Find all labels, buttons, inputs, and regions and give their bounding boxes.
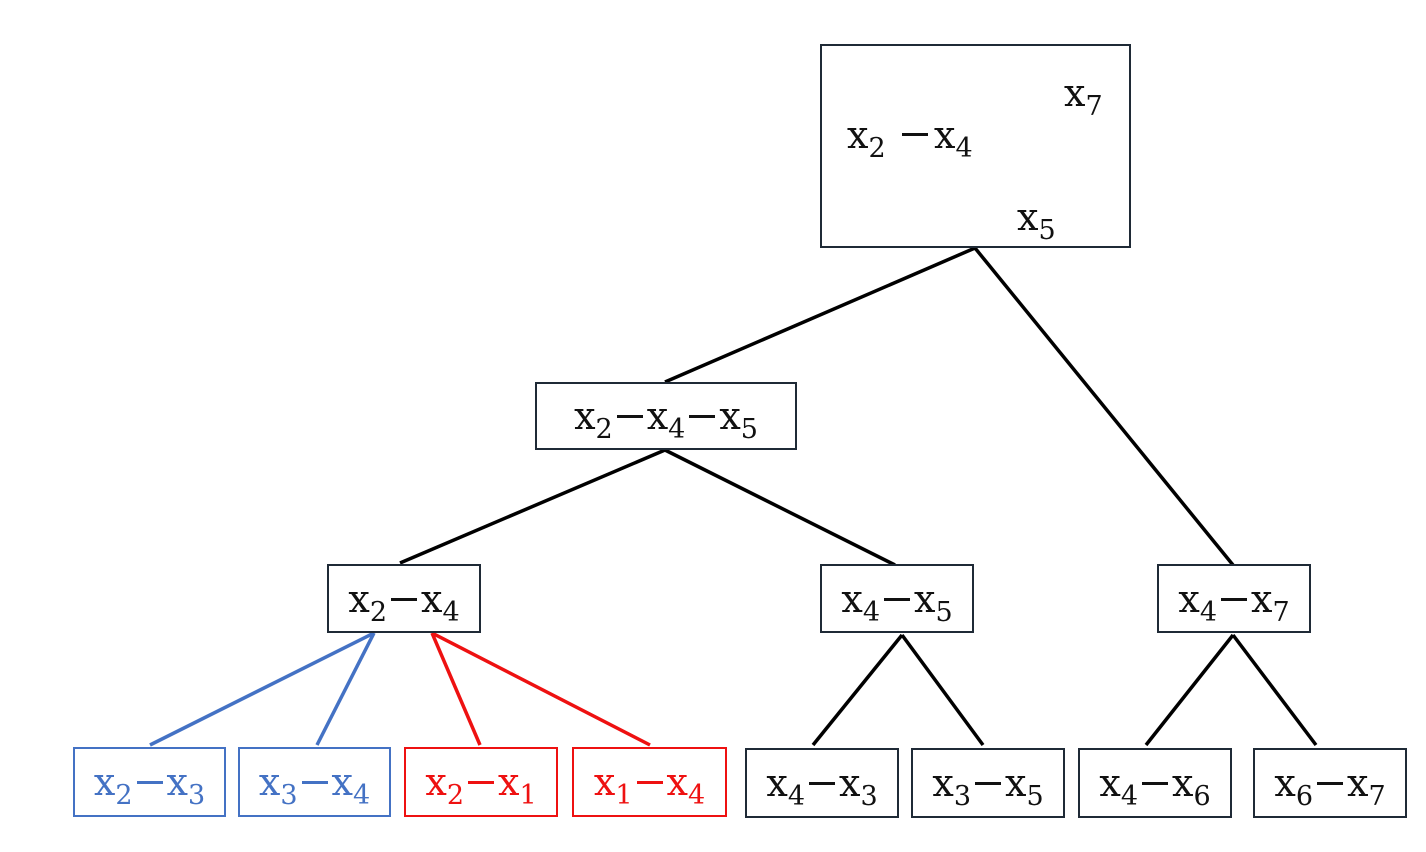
node-x4-x5: x4 x5	[820, 564, 974, 633]
dash	[1142, 782, 1168, 785]
leaf-x2-x3: x2 x3	[73, 747, 226, 817]
dash	[975, 782, 1001, 785]
edge-n24-l34	[315, 632, 376, 746]
dash	[689, 415, 716, 418]
dash	[136, 781, 163, 784]
node-x2-x4-x5: x2 x4 x5	[535, 382, 797, 450]
dash	[636, 781, 663, 784]
dash	[1221, 597, 1247, 601]
dash	[884, 597, 910, 601]
node-x4-x7: x4 x7	[1157, 564, 1311, 633]
edge-n47-l67	[1231, 633, 1318, 747]
leaf-x6-x7: x6 x7	[1253, 748, 1407, 818]
root-x2: x2	[847, 113, 886, 164]
edge-n24-l21	[430, 632, 482, 746]
root-node: x2 x4 x7 x5	[820, 44, 1131, 248]
edge-n47-l46	[1144, 633, 1235, 747]
edge-n245-n24	[399, 448, 666, 565]
edge-n45-l43	[811, 633, 904, 747]
leaf-x2-x1: x2 x1	[404, 747, 558, 817]
root-x7: x7	[1064, 71, 1103, 122]
dash	[809, 782, 835, 785]
edge-n45-l35	[900, 633, 985, 747]
leaf-x3-x5: x3 x5	[911, 748, 1065, 818]
dash	[1317, 782, 1343, 785]
leaf-x3-x4: x3 x4	[238, 747, 391, 817]
edge-root-n47	[973, 246, 1235, 567]
dash	[468, 781, 494, 784]
edge-n245-n45	[664, 448, 896, 567]
node-x2-x4: x2 x4	[327, 564, 481, 633]
leaf-x4-x6: x4 x6	[1078, 748, 1232, 818]
root-dash	[902, 133, 928, 136]
leaf-x1-x4: x1 x4	[572, 747, 727, 817]
edge-root-n245	[664, 246, 976, 384]
dash	[391, 597, 417, 601]
leaf-x4-x3: x4 x3	[745, 748, 899, 818]
root-x4: x4	[934, 113, 973, 164]
dash	[616, 415, 643, 418]
edge-n24-l23	[149, 631, 375, 747]
dash	[301, 781, 328, 784]
edge-n24-l14	[431, 631, 651, 747]
root-x5: x5	[1017, 195, 1056, 246]
